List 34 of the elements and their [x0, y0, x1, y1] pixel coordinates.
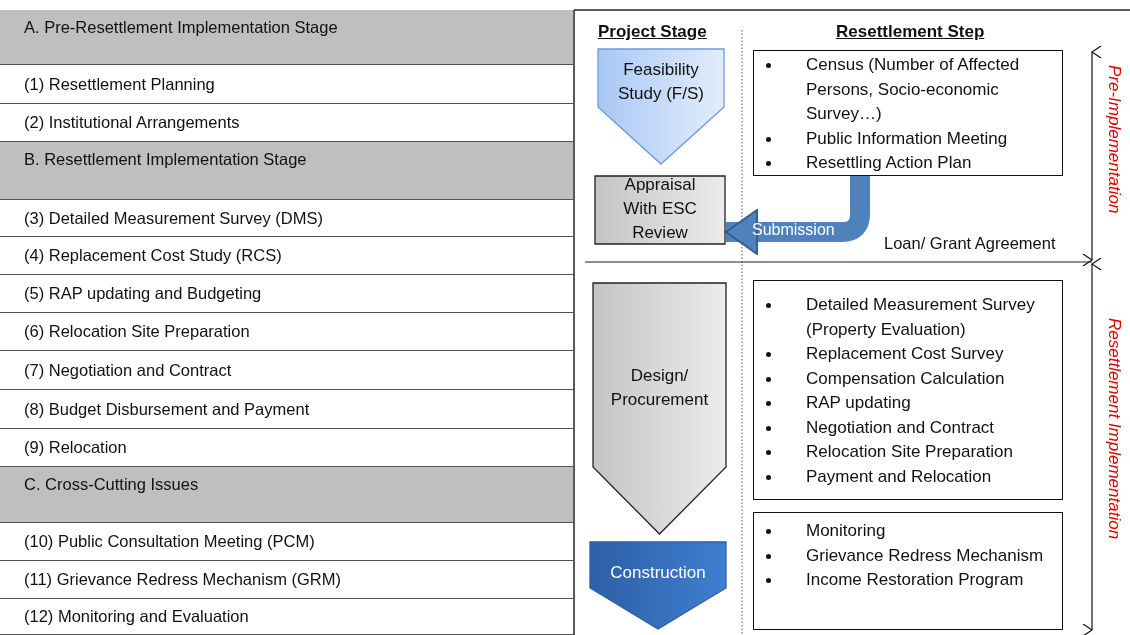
step-list-box — [753, 512, 1063, 630]
milestone-label: Loan/ Grant Agreement — [884, 234, 1056, 253]
step-list-box — [753, 50, 1063, 176]
bullet-item: RAP updating — [806, 393, 911, 412]
stage-pentagon — [597, 48, 725, 165]
bullet-item: Resettling Action Plan — [806, 153, 972, 172]
bullet-item: Detailed Measurement Survey (Property Evaluation) — [806, 295, 1035, 339]
process-box — [594, 175, 726, 245]
bullet-item: Negotiation and Contract — [806, 417, 995, 437]
bullet-item: Grievance Redress Mechanism — [806, 545, 1044, 565]
table-header-cell: B. Resettlement Implementation Stage — [0, 142, 573, 200]
node-text: Design/ Procurement — [609, 365, 710, 411]
bullet-item: Replacement Cost Survey — [806, 344, 1004, 363]
bullet-item: Income Restoration Program — [806, 570, 1024, 589]
bullet-item: Public Information Meeting — [806, 128, 1008, 148]
stage-pentagon — [592, 282, 727, 535]
table-header-cell: C. Cross-Cutting Issues — [0, 467, 573, 523]
phase-label: Pre-Implementation — [1104, 65, 1124, 214]
stage-pentagon — [589, 541, 727, 630]
bullet-item: Monitoring — [806, 521, 886, 540]
column-heading: Resettlement Step — [836, 22, 985, 42]
phase-label: Resettlement Implementation — [1104, 318, 1124, 540]
bullet-item: Relocation Site Preparation — [806, 442, 1013, 461]
table-header-cell: A. Pre-Resettlement Implementation Stage — [0, 10, 573, 65]
step-list-box — [753, 280, 1063, 500]
edge-label: Submission — [752, 221, 835, 239]
node-text: Appraisal With ESC Review — [622, 174, 698, 244]
bullet-item: Compensation Calculation — [806, 368, 1005, 388]
node-text: Construction — [609, 562, 707, 584]
column-heading: Project Stage — [598, 22, 707, 42]
bullet-item: Census (Number of Affected Persons, Socio-economic Survey…) — [806, 55, 1020, 123]
block-arrow — [725, 176, 870, 255]
bullet-item: Payment and Relocation — [806, 466, 992, 486]
node-text: Feasibility Study (F/S) — [617, 59, 705, 105]
